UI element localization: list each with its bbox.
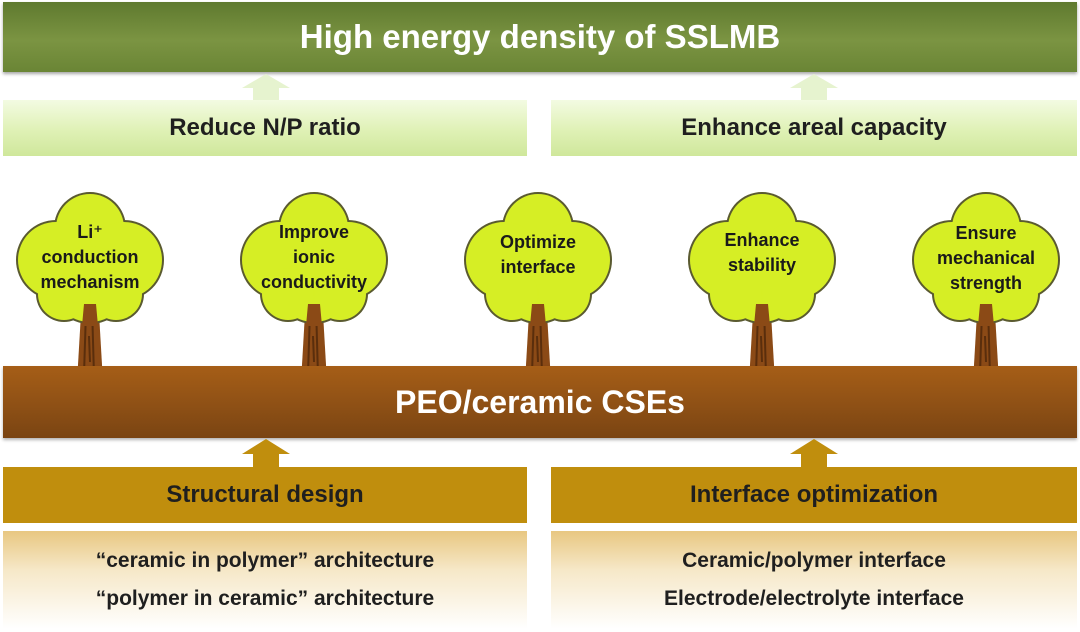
canopy-lobe (314, 268, 366, 320)
goal-label: Reduce N/P ratio (169, 114, 361, 141)
canopy-lobe (38, 268, 90, 320)
canopy-lobe (762, 268, 814, 320)
tree-icon (16, 192, 164, 382)
up-arrow-left (242, 74, 290, 102)
tree-bark-streak (984, 335, 987, 363)
tree-label-line: conduction (41, 247, 139, 267)
canopy-lobe (934, 268, 986, 320)
canopy-lobe (538, 268, 590, 320)
canopy-lobe (486, 268, 538, 320)
strategy-box-left: Structural design (3, 467, 527, 523)
tree-label-line: Enhance (724, 230, 800, 250)
strategy-title: Interface optimization (689, 481, 939, 508)
up-arrow-right (790, 439, 838, 468)
tree-icon (688, 192, 836, 382)
tree-bark-streak (312, 335, 315, 363)
tree-label-line: mechanical (936, 248, 1036, 268)
tree-label: Optimize interface (468, 230, 608, 280)
tree-label-line: Improve (278, 222, 350, 242)
up-arrow-left (242, 439, 290, 468)
tree-bark-streak (88, 335, 91, 363)
tree-mechanical-strength: Ensure mechanical strength (900, 186, 1072, 386)
tree-optimize-interface: Optimize interface (452, 186, 624, 386)
tree-label-line: ionic (292, 247, 335, 267)
tree-canopy (240, 192, 388, 324)
tree-canopy (688, 192, 836, 324)
detail-box-left: “ceramic in polymer” architecture “polym… (3, 531, 527, 629)
soil-base: PEO/ceramic CSEs (3, 366, 1077, 438)
soil-label: PEO/ceramic CSEs (395, 383, 685, 420)
tree-trunk-top (978, 304, 994, 326)
tree-bark-streak (760, 335, 763, 363)
detail-item: Electrode/electrolyte interface (664, 587, 964, 610)
goal-box-left: Reduce N/P ratio (3, 100, 527, 156)
canopy-lobe (90, 268, 142, 320)
tree-canopy (16, 192, 164, 324)
tree-trunk-top (306, 304, 322, 326)
goal-box-right: Enhance areal capacity (551, 100, 1077, 156)
tree-label: Ensure mechanical strength (916, 221, 1056, 296)
tree-icon (464, 192, 612, 382)
tree-trunk-top (82, 304, 98, 326)
detail-item: “polymer in ceramic” architecture (95, 587, 435, 610)
up-arrow-right (790, 74, 838, 102)
tree-canopy (464, 192, 612, 324)
tree-enhance-stability: Enhance stability (676, 186, 848, 386)
tree-label-line: Li⁺ (77, 222, 103, 242)
detail-item: Ceramic/polymer interface (682, 549, 946, 572)
tree-canopy (912, 192, 1060, 324)
goal-label: Enhance areal capacity (681, 114, 947, 141)
tree-label: Improve ionic conductivity (244, 220, 384, 295)
canopy-lobe (262, 268, 314, 320)
goal-arrows (242, 74, 838, 102)
tree-bark-streak (536, 335, 539, 363)
tree-ionic-conductivity: Improve ionic conductivity (228, 186, 400, 386)
strategy-box-right: Interface optimization (551, 467, 1077, 523)
tree-label: Li⁺ conduction mechanism (20, 220, 160, 295)
tree-trunk-top (530, 304, 546, 326)
tree-label-line: Ensure (955, 223, 1017, 243)
detail-box-right: Ceramic/polymer interface Electrode/elec… (551, 531, 1077, 629)
top-banner: High energy density of SSLMB (3, 2, 1077, 72)
tree-label-line: conductivity (260, 272, 367, 292)
strategy-title: Structural design (166, 481, 364, 508)
tree-icon (912, 192, 1060, 382)
detail-item: “ceramic in polymer” architecture (95, 549, 435, 572)
tree-label-line: strength (950, 273, 1022, 293)
tree-li-conduction: Li⁺ conduction mechanism (4, 186, 176, 386)
tree-label-line: stability (727, 255, 797, 275)
tree-label-line: mechanism (40, 272, 140, 292)
canopy-lobe (710, 268, 762, 320)
canopy-lobe (986, 268, 1038, 320)
tree-label-line: Optimize (499, 232, 576, 252)
tree-label-line: interface (500, 257, 576, 277)
tree-icon (240, 192, 388, 382)
tree-trunk-top (754, 304, 770, 326)
tree-label: Enhance stability (692, 228, 832, 278)
strategy-arrows (242, 439, 838, 468)
top-banner-title: High energy density of SSLMB (299, 18, 781, 55)
